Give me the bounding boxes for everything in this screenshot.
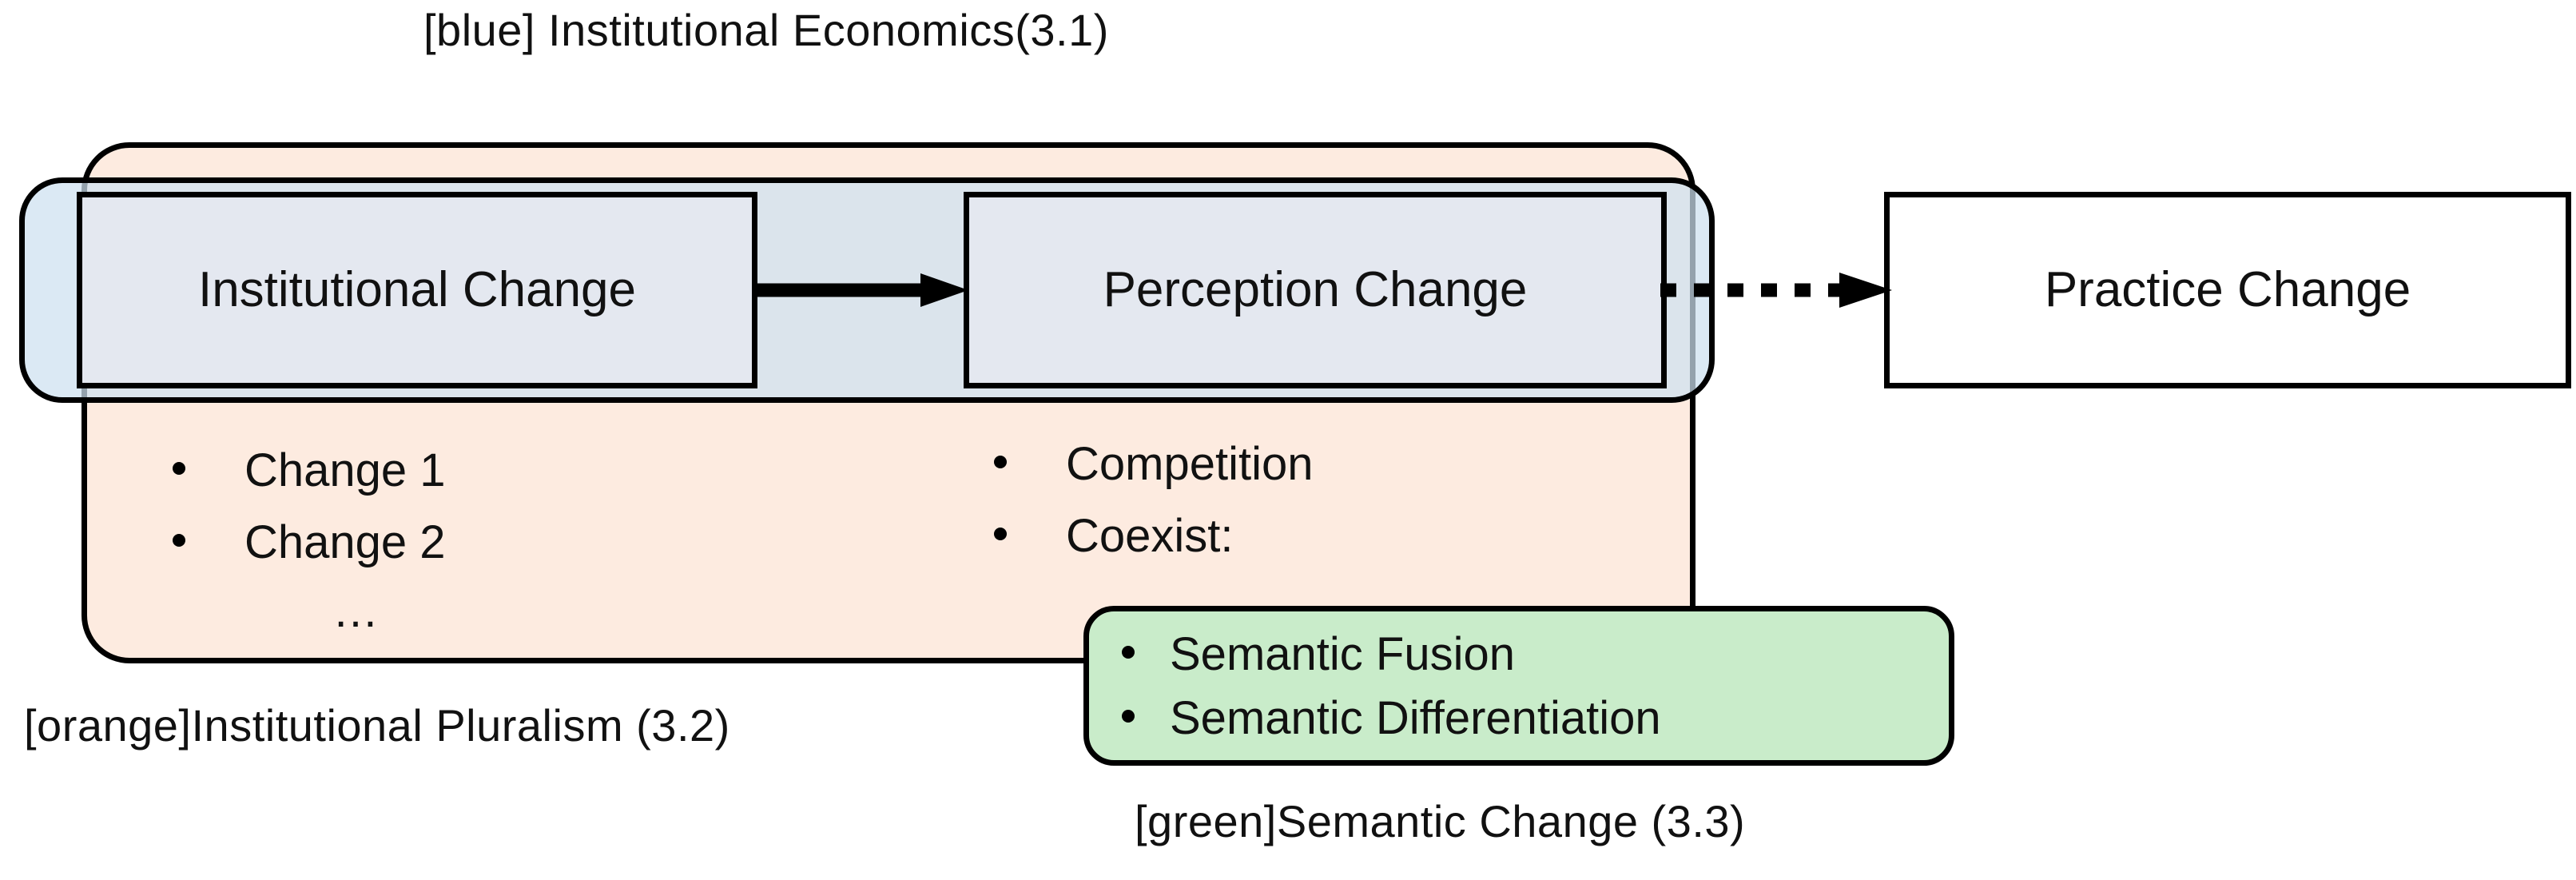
list-item-label: Change 2 xyxy=(244,516,446,568)
bullet-dot-icon xyxy=(1122,646,1135,659)
node-perception-change[interactable]: Perception Change xyxy=(964,192,1667,388)
bullet-dot-icon xyxy=(173,534,185,547)
list-item: Coexist: xyxy=(994,513,1313,559)
list-item: Semantic Differentiation xyxy=(1122,695,1661,742)
bullet-dot-icon xyxy=(1122,710,1135,723)
bullet-list-semantic-change: Semantic Fusion Semantic Differentiation xyxy=(1122,631,1661,759)
list-item: Change 1 xyxy=(173,448,446,494)
node-institutional-change-label: Institutional Change xyxy=(197,262,637,317)
list-item: Semantic Fusion xyxy=(1122,631,1661,678)
caption-semantic-change: [green]Semantic Change (3.3) xyxy=(1135,796,1746,846)
node-perception-change-label: Perception Change xyxy=(1103,262,1528,317)
group-semantic-change xyxy=(1083,606,1954,766)
list-item-label: Coexist: xyxy=(1066,510,1234,562)
bullet-dot-icon xyxy=(994,528,1007,540)
list-item-label: Semantic Differentiation xyxy=(1170,692,1661,744)
bullet-list-perception-outcomes: Competition Coexist: xyxy=(994,441,1313,585)
list-item-label: Change 1 xyxy=(244,444,446,496)
bullet-dot-icon xyxy=(173,462,185,475)
caption-institutional-pluralism: [orange]Institutional Pluralism (3.2) xyxy=(24,700,730,751)
caption-institutional-economics: [blue] Institutional Economics(3.1) xyxy=(423,5,1109,55)
node-practice-change-label: Practice Change xyxy=(2044,262,2411,317)
list-item: Competition xyxy=(994,441,1313,488)
node-institutional-change[interactable]: Institutional Change xyxy=(77,192,757,388)
solid-arrow-right-icon xyxy=(754,273,968,307)
node-practice-change[interactable]: Practice Change xyxy=(1884,192,2571,388)
list-item-label: Competition xyxy=(1066,438,1314,490)
list-ellipsis: … xyxy=(332,585,379,637)
bullet-dot-icon xyxy=(994,456,1007,468)
bullet-list-institutional-changes: Change 1 Change 2 … xyxy=(173,448,446,635)
list-item: Change 2 xyxy=(173,520,446,566)
list-item-label: Semantic Fusion xyxy=(1170,628,1515,680)
dotted-arrow-right-icon xyxy=(1660,273,1892,308)
